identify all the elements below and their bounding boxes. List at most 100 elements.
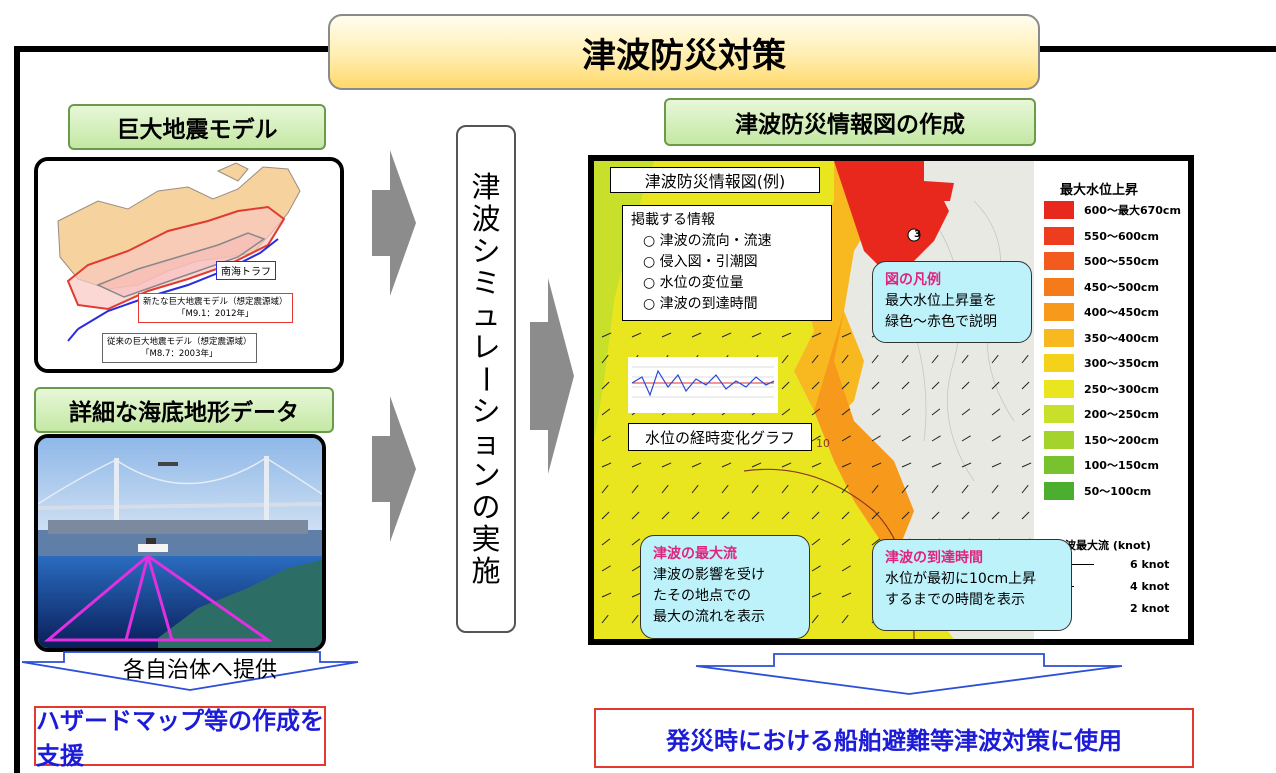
legend-row: 450～500cm [1044,277,1159,296]
flow-arrow [871,484,879,494]
flow-arrow [781,332,792,338]
flow-arrow [841,354,849,364]
info-item-3: ○ 水位の変位量 [643,275,744,291]
simulation-label-char: シ [471,394,501,428]
max-flow-callout-title: 津波の最大流 [653,546,737,562]
legend-label: 450～500cm [1084,280,1159,294]
flow-arrow [1021,408,1031,416]
old-model-label: 従来の巨大地震モデル（想定震源域） 「M8.7：2003年」 [102,333,257,363]
flow-legend-title: 津波最大流 (knot) [1054,539,1151,552]
legend-row: 100～150cm [1044,456,1159,474]
flow-arrow [961,354,969,364]
flow-arrow [811,332,822,338]
flow-arrow [961,435,971,442]
simulation-label-char: 波 [471,202,501,236]
flow-arrow [991,435,1001,442]
arrow-sim-to-map [530,278,574,474]
flow-legend-6: 6 knot [1130,557,1170,571]
flow-arrow [841,484,849,494]
flow-arrow [901,511,910,520]
contour-label: 10 [816,437,830,450]
flow-arrow [1021,435,1031,442]
flow-arrow [751,511,760,520]
flow-arrow [961,381,970,390]
flow-arrow [1021,484,1029,494]
flow-arrow [811,408,821,416]
quake-model-label: 巨大地震モデル [68,104,326,150]
legend-row: 250～300cm [1044,379,1159,398]
flow-arrow [811,435,821,442]
legend-swatch [1044,379,1074,398]
flow-arrow [601,484,609,494]
provide-label: 各自治体へ提供 [122,658,277,683]
info-item-2: ○ 侵入図・引潮図 [643,254,758,270]
legend-callout-line-2: 緑色～赤色で説明 [885,314,997,330]
legend-row: 550～600cm [1044,226,1159,245]
flow-arrow [871,435,881,442]
flow-arrow [631,462,642,468]
flow-arrow [841,408,851,416]
flow-arrow [751,462,762,468]
map-point-number: 3 [914,229,921,240]
legend-swatch [1044,354,1074,372]
legend-row: 150～200cm [1044,430,1159,449]
legend-swatch [1044,456,1074,474]
flow-arrow [841,332,852,338]
simulation-label-char: ョ [471,426,501,460]
simulation-label-char: ー [468,364,503,394]
quake-model-map: 南海トラフ 新たな巨大地震モデル（想定震源域） 「M9.1：2012年」 従来の… [34,157,344,373]
max-flow-callout: 津波の最大流 津波の影響を受け たその地点での 最大の流れを表示 [640,535,810,639]
use-arrow [695,653,1123,695]
flow-arrow [991,462,1002,468]
flow-arrow [841,592,852,598]
flow-arrow [991,381,1000,390]
legend-title: 最大水位上昇 [1060,183,1139,198]
old-model-line-1: 従来の巨大地震モデル（想定震源域） [107,337,252,347]
legend-row: 400～450cm [1044,303,1159,321]
simulation-label-char: シ [471,234,501,268]
simulation-label: 津波シミュレーションの実施 [468,170,503,588]
new-model-label: 新たな巨大地震モデル（想定震源域） 「M9.1：2012年」 [138,293,293,323]
flow-arrow [961,408,971,416]
flow-arrow [901,381,910,390]
flow-arrow [601,511,610,520]
flow-arrow [841,381,850,390]
flow-arrow [841,614,849,624]
flow-arrow [991,484,999,494]
flow-arrow [811,614,819,624]
legend-swatch [1044,430,1074,449]
flow-arrow [871,381,880,390]
flow-arrow [661,462,672,468]
flow-arrow [631,332,642,338]
legend-swatch [1044,201,1074,219]
legend-label: 600～最大670cm [1084,204,1181,217]
legend-row: 600～最大670cm [1044,201,1181,219]
seabed-survey-image [34,434,326,652]
old-model-line-2: 「M8.7：2003年」 [141,349,218,359]
simulation-label-char: ン [471,458,501,492]
legend-row: 300～350cm [1044,354,1159,372]
legend-callout-title: 図の凡例 [885,272,941,288]
arrival-time-callout: 津波の到達時間 水位が最初に10cm上昇 するまでの時間を表示 [872,539,1072,631]
legend-row: 200～250cm [1044,405,1159,423]
max-flow-callout-line-2: たその地点での [653,588,751,604]
arrow-seabed-to-sim [372,396,416,542]
info-items-title: 掲載する情報 [631,212,715,228]
simulation-label-char: 施 [471,554,501,588]
legend-callout-line-1: 最大水位上昇量を [885,293,997,309]
simulation-label-char: 津 [471,170,501,204]
flow-arrow [751,332,762,338]
flow-arrow [811,592,822,598]
legend-label: 300～350cm [1084,357,1159,370]
flow-arrow [631,565,641,572]
legend-swatch [1044,303,1074,321]
simulation-box: 津波シミュレーションの実施 [456,125,516,633]
arrival-callout-title: 津波の到達時間 [885,550,983,566]
simulation-label-char: ュ [471,298,501,332]
flow-arrow [721,462,732,468]
flow-arrow [631,484,639,494]
flow-arrow [721,511,730,520]
info-item-4: ○ 津波の到達時間 [643,296,758,312]
tsunami-countermeasure-use-label: 発災時における船舶避難等津波対策に使用 [594,708,1194,768]
flow-arrow [721,484,729,494]
